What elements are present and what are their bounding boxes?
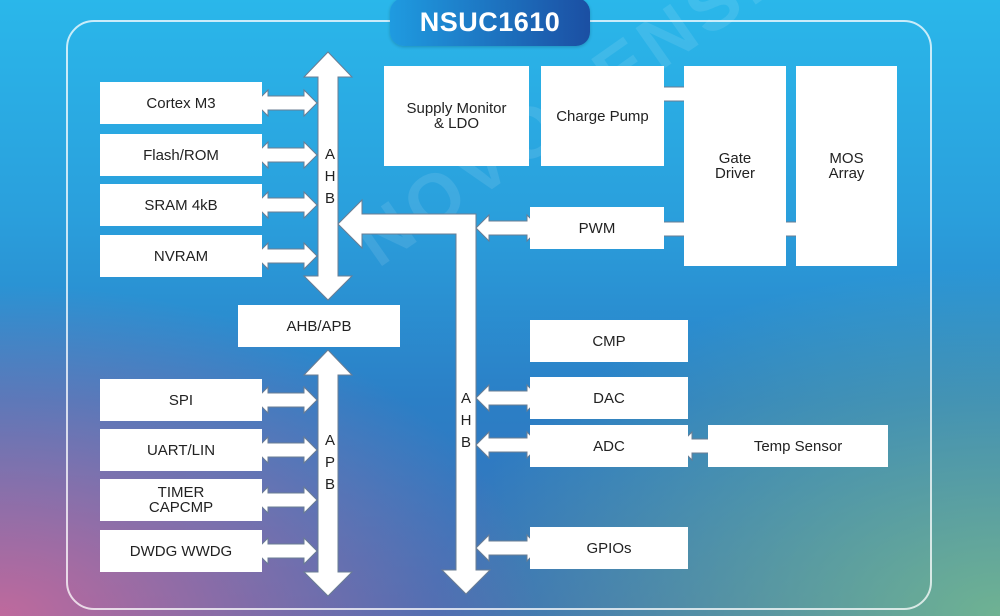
gate-driver-block: Gate Driver [684, 66, 786, 266]
watchdog-block: DWDG WWDG [100, 530, 262, 572]
chip-title: NSUC1610 [390, 0, 590, 46]
cortex-link-arrow [254, 88, 318, 118]
flash-link-arrow [254, 140, 318, 170]
cmp-block: CMP [530, 320, 688, 362]
supply-monitor-label: Supply Monitor [406, 100, 507, 117]
capcmp-label: CAPCMP [148, 499, 214, 516]
pwm-block: PWM [530, 207, 664, 249]
timer-capcmp-block: TIMER CAPCMP [100, 479, 262, 521]
dac-block: DAC [530, 377, 688, 419]
ldo-label: & LDO [433, 115, 479, 132]
array-label: Array [828, 165, 865, 182]
timer-link-arrow [254, 485, 318, 515]
spi-link-arrow [254, 385, 318, 415]
gpios-block: GPIOs [530, 527, 688, 569]
charge-pump-block: Charge Pump [541, 66, 664, 166]
flash-rom-block: Flash/ROM [100, 134, 262, 176]
adc-block: ADC [530, 425, 688, 467]
supply-monitor-ldo-block: Supply Monitor & LDO [384, 66, 529, 166]
mos-label: MOS [829, 150, 864, 167]
timer-label: TIMER [157, 484, 205, 501]
nvram-block: NVRAM [100, 235, 262, 277]
sram-link-arrow [254, 190, 318, 220]
cortex-m3-block: Cortex M3 [100, 82, 262, 124]
gate-label: Gate [718, 150, 752, 167]
mos-array-block: MOS Array [796, 66, 897, 266]
driver-label: Driver [715, 165, 755, 182]
ahb-left-bus-arrow [302, 51, 354, 301]
sram-block: SRAM 4kB [100, 184, 262, 226]
ahb-center-bus-arrow [337, 198, 492, 595]
uart-link-arrow [254, 435, 318, 465]
nvram-link-arrow [254, 241, 318, 271]
spi-block: SPI [100, 379, 262, 421]
ahb-apb-bridge-block: AHB/APB [238, 305, 400, 347]
uart-lin-block: UART/LIN [100, 429, 262, 471]
wdg-link-arrow [254, 536, 318, 566]
apb-left-bus-arrow [302, 349, 354, 597]
temp-sensor-block: Temp Sensor [708, 425, 888, 467]
